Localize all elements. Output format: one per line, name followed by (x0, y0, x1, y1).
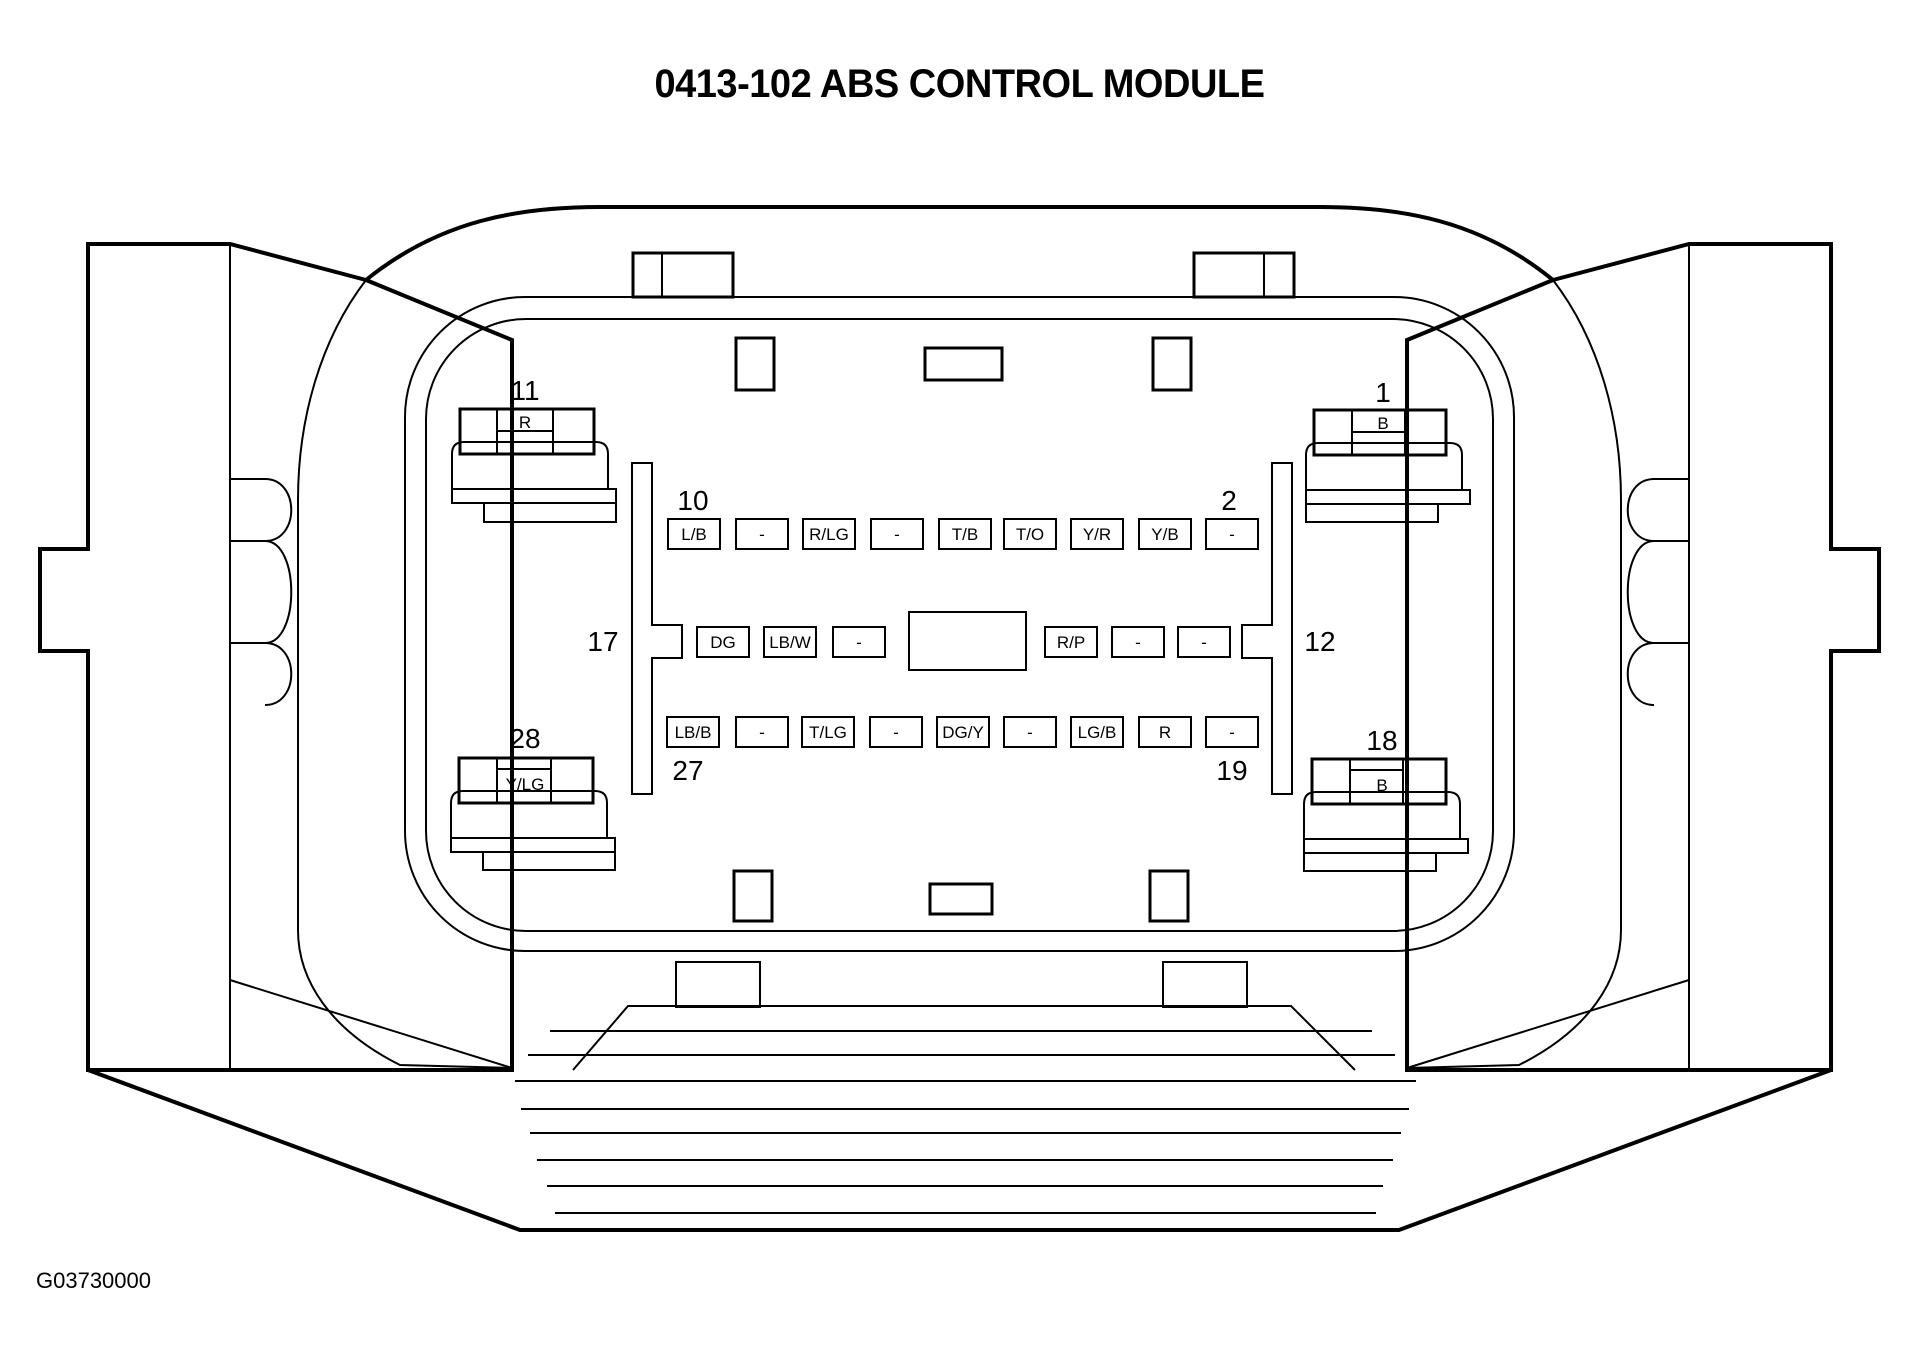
pin-number-2: 2 (1221, 485, 1237, 516)
pin-cavity[interactable]: - (1003, 716, 1057, 748)
svg-text:T/O: T/O (1016, 525, 1044, 544)
wire-color-label: B (1376, 776, 1387, 795)
svg-text:R: R (1159, 723, 1171, 742)
svg-text:Y/R: Y/R (1083, 525, 1111, 544)
svg-text:-: - (1201, 633, 1207, 652)
svg-text:-: - (894, 525, 900, 544)
svg-text:DG/Y: DG/Y (942, 723, 984, 742)
page-title: 0413-102 ABS CONTROL MODULE (654, 62, 1265, 106)
pin-cavity[interactable]: - (735, 518, 789, 550)
pin-row-top: L/B - R/LG - T/B T/O Y/R Y/B - (667, 518, 1259, 550)
pin-cavity[interactable]: R/LG (802, 518, 856, 550)
pin-cavity[interactable]: - (1205, 716, 1259, 748)
svg-text:LB/W: LB/W (769, 633, 811, 652)
svg-text:R/P: R/P (1057, 633, 1085, 652)
svg-text:LB/B: LB/B (675, 723, 712, 742)
connector-shroud (230, 205, 1689, 1069)
pin-number-11: 11 (510, 375, 539, 406)
svg-text:-: - (1229, 525, 1235, 544)
corner-terminal-28[interactable]: 28 Y/LG (450, 723, 616, 871)
strain-relief-ribs (515, 1005, 1416, 1214)
svg-text:R/LG: R/LG (809, 525, 849, 544)
pin-cavity[interactable]: - (1177, 626, 1231, 658)
pin-cavity[interactable]: R (1138, 716, 1192, 748)
pin-cavity[interactable]: DG (696, 626, 750, 658)
wire-color-label: Y/LG (506, 775, 545, 794)
figure-id: G03730000 (36, 1268, 151, 1293)
pin-cavity[interactable]: - (1205, 518, 1259, 550)
pin-cavity[interactable]: LB/B (666, 716, 720, 748)
bottom-keys (675, 869, 1248, 1008)
svg-text:-: - (1135, 633, 1141, 652)
svg-text:-: - (856, 633, 862, 652)
svg-text:T/B: T/B (952, 525, 978, 544)
corner-terminal-11[interactable]: 11 R (451, 375, 617, 523)
pin-cavity[interactable]: T/LG (801, 716, 855, 748)
corner-terminal-18[interactable]: 18 B (1303, 725, 1469, 872)
pin-cavity[interactable]: T/O (1003, 518, 1057, 550)
corner-terminal-1[interactable]: 1 B (1305, 377, 1471, 523)
pin-number-1: 1 (1375, 377, 1391, 408)
pin-cavity[interactable]: LB/W (763, 626, 817, 658)
svg-text:LG/B: LG/B (1078, 723, 1117, 742)
svg-text:-: - (759, 525, 765, 544)
pin-cavity[interactable]: - (832, 626, 886, 658)
pin-cavity[interactable]: L/B (667, 518, 721, 550)
svg-text:-: - (759, 723, 765, 742)
svg-text:DG: DG (710, 633, 736, 652)
pin-cavity[interactable]: Y/B (1138, 518, 1192, 550)
top-latches (631, 251, 1296, 392)
pin-cavity[interactable]: - (735, 716, 789, 748)
pin-row-bottom: LB/B - T/LG - DG/Y - LG/B R - (666, 716, 1259, 748)
pin-row-middle: DG LB/W - R/P - - (696, 611, 1231, 671)
center-key (908, 611, 1027, 671)
svg-text:-: - (893, 723, 899, 742)
svg-text:Y/B: Y/B (1151, 525, 1178, 544)
wire-color-label: R (519, 413, 531, 432)
svg-text:-: - (1229, 723, 1235, 742)
svg-text:T/LG: T/LG (809, 723, 847, 742)
pin-number-18: 18 (1366, 725, 1397, 756)
pin-number-17: 17 (587, 626, 618, 657)
svg-text:-: - (1027, 723, 1033, 742)
pin-cavity[interactable]: T/B (938, 518, 992, 550)
pin-number-12: 12 (1304, 626, 1335, 657)
connector-housing (38, 242, 1881, 1232)
pin-cavity[interactable]: - (870, 518, 924, 550)
pin-cavity[interactable]: - (869, 716, 923, 748)
pin-cavity[interactable]: R/P (1044, 626, 1098, 658)
guide-bars (631, 462, 1293, 795)
pin-cavity[interactable]: DG/Y (936, 716, 990, 748)
pin-cavity[interactable]: Y/R (1070, 518, 1124, 550)
pin-cavity[interactable]: LG/B (1070, 716, 1124, 748)
pin-number-19: 19 (1216, 755, 1247, 786)
wire-color-label: B (1377, 414, 1388, 433)
pin-number-28: 28 (509, 723, 540, 754)
pin-cavity[interactable]: - (1111, 626, 1165, 658)
pin-number-10: 10 (677, 485, 708, 516)
svg-text:L/B: L/B (681, 525, 707, 544)
pin-number-27: 27 (672, 755, 703, 786)
